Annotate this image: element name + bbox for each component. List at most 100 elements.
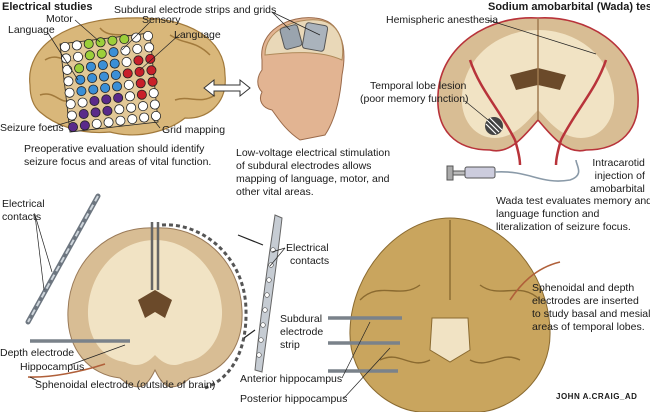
inferior-brain (328, 217, 561, 412)
electrode-contact (84, 50, 95, 61)
label-language-right: Language (174, 29, 221, 41)
electrode-contact (134, 66, 145, 77)
electrode-contact (146, 65, 157, 76)
label-anterior-hippocampus: Anterior hippocampus (240, 373, 343, 385)
electrode-contact (75, 74, 86, 85)
label-sensory: Sensory (142, 14, 181, 26)
electrode-contact (62, 64, 73, 75)
electrode-contact (68, 122, 79, 133)
electrode-contact (139, 112, 150, 123)
leader-lines (29, 11, 597, 399)
electrode-contact (99, 71, 110, 82)
electrode-contact (73, 51, 84, 62)
electrode-contact (65, 99, 76, 110)
electrode-contact (78, 109, 89, 120)
electrode-contact (132, 44, 143, 55)
electrode-contact (122, 68, 133, 79)
electrode-contact (95, 37, 106, 48)
bottom-coronal-brain (27, 222, 248, 390)
label-temporal-lesion: Temporal lobe lesion (370, 80, 467, 92)
depth-electrode-rod (25, 193, 101, 325)
electrode-contact (142, 30, 153, 41)
electrode-contact (125, 91, 136, 102)
head-with-electrodes (257, 17, 345, 141)
electrode-contact (91, 118, 102, 129)
electrode-contact (79, 120, 90, 131)
label-seizure-focus: Seizure focus (0, 122, 64, 134)
electrode-contact (60, 42, 71, 53)
electrode-contact (97, 60, 108, 71)
electrode-contact (76, 86, 87, 97)
electrode-contact (96, 48, 107, 59)
electrode-contact (120, 45, 131, 56)
electrode-contact (109, 58, 120, 69)
electrode-contact (74, 63, 85, 74)
label-poor-memory: (poor memory function) (360, 93, 469, 105)
electrode-grid (60, 30, 161, 133)
label-posterior-hippocampus: Posterior hippocampus (240, 393, 348, 405)
electrode-contact (87, 73, 98, 84)
label-sphenoidal-electrode: Sphenoidal electrode (outside of brain) (35, 379, 216, 391)
electrode-contact (115, 115, 126, 126)
electrode-contact (89, 96, 100, 107)
electrode-contact (123, 79, 134, 90)
electrode-contact (110, 70, 121, 81)
label-language-left: Language (8, 24, 55, 36)
label-hemispheric-anesthesia: Hemispheric anesthesia (386, 14, 499, 26)
electrode-contact (113, 92, 124, 103)
electrode-contact (133, 55, 144, 66)
syringe (446, 159, 580, 182)
electrode-contact (147, 76, 158, 87)
electrode-contact (145, 53, 156, 64)
electrode-contact (63, 76, 74, 87)
electrode-contact (100, 83, 111, 94)
electrode-contact (86, 61, 97, 72)
electrode-contact (64, 87, 75, 98)
electrode-contact (135, 78, 146, 89)
electrode-contact (71, 40, 82, 51)
electrode-contact (131, 32, 142, 43)
electrode-contact (88, 84, 99, 95)
electrode-contact (61, 53, 72, 64)
electrode-contact (144, 42, 155, 53)
electrode-contact (114, 104, 125, 115)
electrode-contact (121, 57, 132, 68)
wada-coronal-brain (437, 17, 639, 166)
electrode-contact (119, 34, 130, 45)
electrode-contact (103, 117, 114, 128)
electrode-contact (127, 114, 138, 125)
label-hippocampus: Hippocampus (20, 361, 85, 373)
electrode-contact (101, 94, 112, 105)
subdural-electrode-strip (237, 214, 283, 373)
double-arrow-icon (203, 78, 251, 98)
electrode-contact (83, 38, 94, 49)
electrode-contact (136, 89, 147, 100)
electrode-contact (148, 88, 159, 99)
electrode-contact (107, 35, 118, 46)
electrode-contact (108, 47, 119, 58)
lateral-brain (29, 17, 226, 136)
electrical-studies-title: Electrical studies (2, 1, 93, 13)
label-grid-mapping: Grid mapping (162, 124, 226, 136)
electrode-contact (149, 99, 160, 110)
electrode-contact (112, 81, 123, 92)
electrode-contact (77, 97, 88, 108)
label-motor: Motor (46, 13, 73, 25)
wada-title: Sodium amobarbital (Wada) test (488, 1, 650, 13)
electrode-contact (66, 110, 77, 121)
electrode-contact (90, 107, 101, 118)
electrode-contact (126, 102, 137, 113)
label-depth-electrode: Depth electrode (0, 347, 75, 359)
label-strips-grids: Subdural electrode strips and grids (114, 4, 277, 16)
artist-signature: JOHN A.CRAIG_AD (556, 392, 638, 401)
